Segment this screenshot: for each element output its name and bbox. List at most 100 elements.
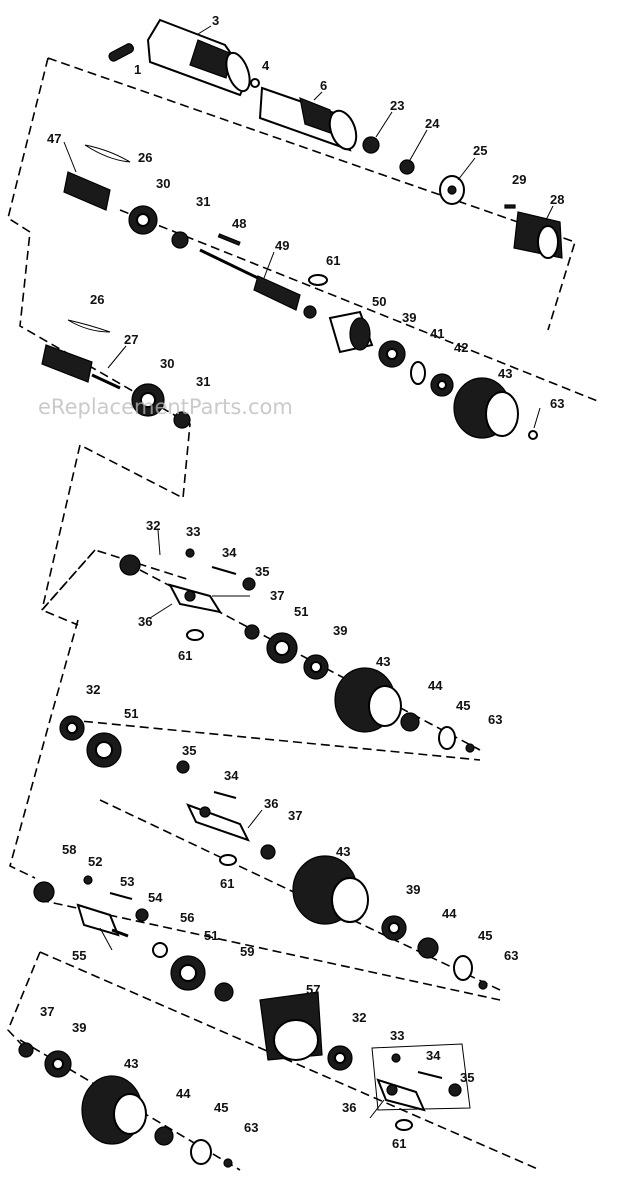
- part-label-37: 37: [288, 808, 302, 823]
- bearing-30-part: [128, 205, 158, 235]
- part-label-61: 61: [220, 876, 234, 891]
- spring-35c-part: [448, 1083, 462, 1097]
- part-label-56: 56: [180, 910, 194, 925]
- bearing-51a-part: [266, 632, 298, 664]
- part-label-61: 61: [178, 648, 192, 663]
- o-ring-45a-part: [438, 726, 456, 750]
- axis-line-5: [39, 899, 501, 1001]
- part-label-54: 54: [148, 890, 163, 905]
- part-label-42: 42: [454, 340, 468, 355]
- bearing-39b-part: [303, 654, 329, 680]
- shaft-part: [199, 248, 317, 319]
- spring-54-part: [135, 908, 149, 922]
- part-label-26: 26: [90, 292, 104, 307]
- cap-part: [439, 175, 465, 205]
- cylinder-part: [63, 171, 111, 211]
- head-43c-part: [292, 855, 369, 925]
- axis-line-1: [119, 209, 601, 403]
- part-label-61: 61: [392, 1136, 406, 1151]
- part-label-61: 61: [326, 253, 340, 268]
- part-label-55: 55: [72, 948, 86, 963]
- washer-56-part: [152, 942, 168, 958]
- ring-63c-part: [478, 980, 488, 990]
- part-label-33: 33: [186, 524, 200, 539]
- head-43b-part: [334, 667, 402, 733]
- part-label-58: 58: [62, 842, 76, 857]
- part-label-51: 51: [204, 928, 218, 943]
- part-label-31: 31: [196, 374, 210, 389]
- part-label-31: 31: [196, 194, 210, 209]
- part-label-47: 47: [47, 131, 61, 146]
- bearing-51c-part: [170, 955, 206, 991]
- bearing-58-part: [33, 881, 55, 903]
- washer-42-part: [430, 373, 454, 397]
- part-label-51: 51: [124, 706, 138, 721]
- part-label-63: 63: [504, 948, 518, 963]
- part-label-43: 43: [376, 654, 390, 669]
- part-label-45: 45: [214, 1100, 228, 1115]
- part-label-39: 39: [406, 882, 420, 897]
- bearing-39c-part: [381, 915, 407, 941]
- part-label-32: 32: [352, 1010, 366, 1025]
- part-label-4: 4: [262, 58, 270, 73]
- part-label-36: 36: [138, 614, 152, 629]
- part-label-44: 44: [428, 678, 443, 693]
- bearing-32a-part: [119, 554, 141, 576]
- key-48-part: [217, 233, 241, 246]
- part-label-29: 29: [512, 172, 526, 187]
- end-cap-part: [513, 211, 563, 259]
- part-label-6: 6: [320, 78, 327, 93]
- ring-part: [250, 78, 260, 88]
- spring-35b-part: [176, 760, 190, 774]
- part-label-44: 44: [442, 906, 457, 921]
- part-label-34: 34: [224, 768, 239, 783]
- washer-44b-part: [417, 937, 439, 959]
- washer-44c-part: [154, 1126, 174, 1146]
- part-label-33: 33: [390, 1028, 404, 1043]
- part-label-1: 1: [134, 62, 141, 77]
- part-label-23: 23: [390, 98, 404, 113]
- clutch-55-part: [76, 903, 129, 938]
- o-ring-41-part: [410, 361, 426, 385]
- part-label-63: 63: [550, 396, 564, 411]
- part-label-28: 28: [550, 192, 564, 207]
- part-label-36: 36: [264, 796, 278, 811]
- blade-26b-part: [67, 319, 111, 333]
- ring-63b-part: [465, 743, 475, 753]
- o-ring-45b-part: [453, 955, 473, 981]
- part-label-35: 35: [182, 743, 196, 758]
- bearing-32b-part: [59, 715, 85, 741]
- bracket-box: [371, 1043, 471, 1111]
- clip-61d-part: [395, 1119, 413, 1131]
- part-label-35: 35: [460, 1070, 474, 1085]
- pin-34a-part: [211, 566, 237, 575]
- clip-61b-part: [186, 629, 204, 641]
- spacer-50-part: [328, 310, 374, 354]
- bearing-32c-part: [327, 1045, 353, 1071]
- part-label-39: 39: [72, 1020, 86, 1035]
- washer-37a-part: [244, 624, 260, 640]
- pin-34b-part: [213, 791, 237, 799]
- bearing-30b-part: [131, 383, 165, 417]
- part-label-43: 43: [124, 1056, 138, 1071]
- head-43-part: [453, 377, 519, 439]
- ring-63-part: [528, 430, 538, 440]
- housing-57-part: [259, 991, 323, 1061]
- part-label-27: 27: [124, 332, 138, 347]
- leader-lines: [63, 25, 554, 1119]
- part-label-44: 44: [176, 1086, 191, 1101]
- pin-34c-part: [417, 1071, 443, 1079]
- clip-61c-part: [219, 854, 237, 866]
- part-label-41: 41: [430, 326, 444, 341]
- part-label-63: 63: [488, 712, 502, 727]
- ball-33b-part: [391, 1053, 401, 1063]
- part-label-52: 52: [88, 854, 102, 869]
- part-label-30: 30: [156, 176, 170, 191]
- washer-31-part: [171, 231, 189, 249]
- washer-31b-part: [173, 411, 191, 429]
- part-label-63: 63: [244, 1120, 258, 1135]
- housing-part: [146, 18, 251, 97]
- washer-37c-part: [18, 1042, 34, 1058]
- part-label-37: 37: [270, 588, 284, 603]
